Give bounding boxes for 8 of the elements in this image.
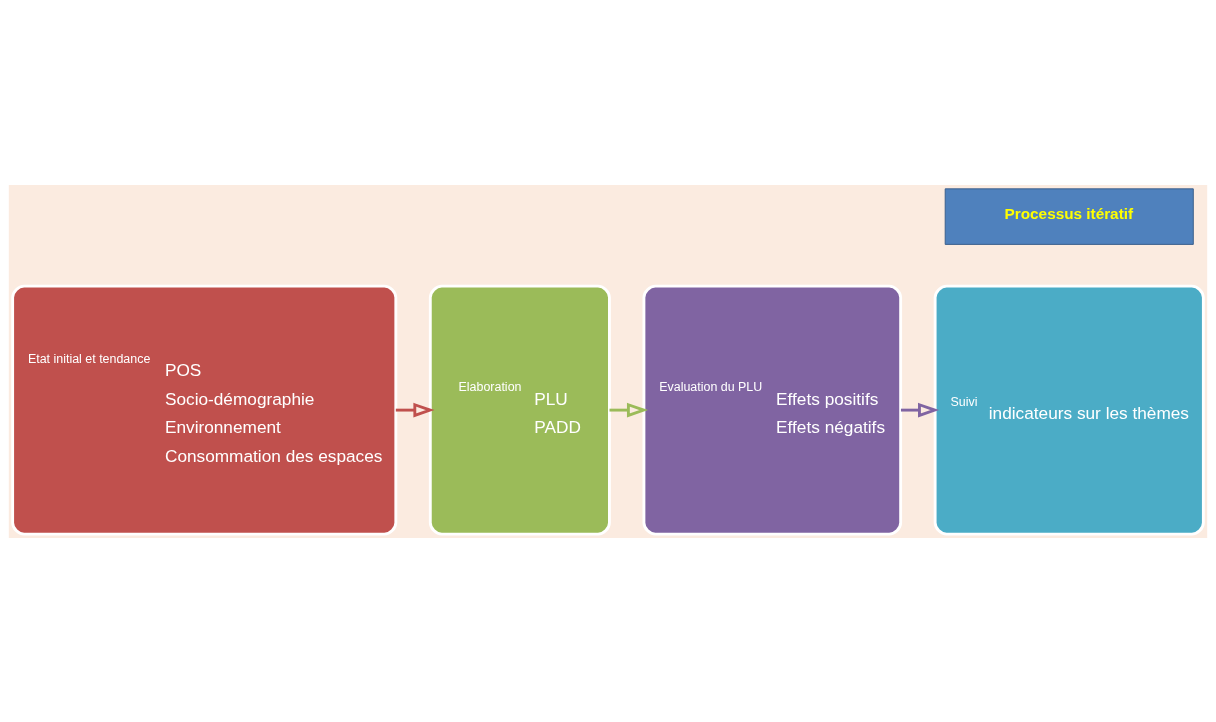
node-box: Suivi indicateurs sur les thèmes <box>933 284 1205 536</box>
node-box: Processus itératif <box>944 187 1194 245</box>
arrow <box>609 402 649 417</box>
node-box: Etat initial et tendance POS Socio-démographie Environnement Consommation des espaces <box>11 284 398 536</box>
node-box: Evaluation du PLU Effets positifs Effets négatifs <box>642 284 903 536</box>
arrow <box>395 402 435 417</box>
node-box: Elaboration PLU PADD <box>428 284 611 536</box>
arrow <box>900 402 940 417</box>
